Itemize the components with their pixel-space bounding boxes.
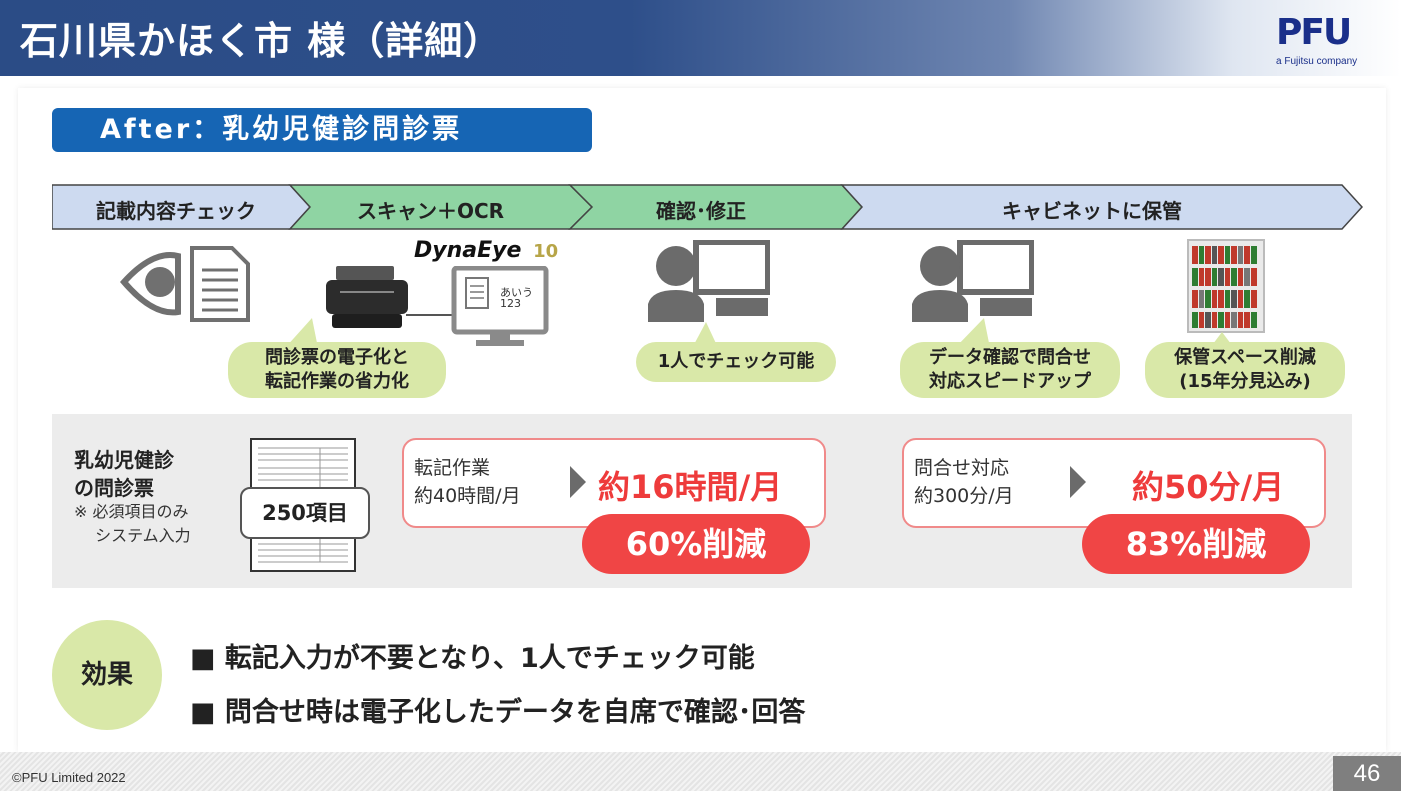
pfu-logo-sub: a Fujitsu company	[1276, 56, 1358, 67]
bubble-speedup-line1: データ確認で問合せ	[929, 347, 1091, 368]
reduction-badge-transcription: 60%削減	[582, 514, 810, 574]
flow-label-scan: スキャン＋OCR	[357, 199, 505, 223]
bubble-speedup-line2: 対応スピードアップ	[929, 371, 1091, 392]
panel-title: 乳幼児健診 の問診票	[74, 446, 174, 502]
monitor-screen-text-1: あいう	[500, 286, 533, 299]
bubble-single-check: 1人でチェック可能	[636, 342, 836, 382]
dynaeye-logo: DynaEye 10	[414, 238, 558, 263]
page-number: 46	[1333, 756, 1401, 791]
bubble-digitization-line1: 問診票の電子化と	[265, 347, 409, 368]
header-bar	[0, 0, 1401, 76]
reduction-badge-inquiry: 83%削減	[1082, 514, 1310, 574]
bubble-digitization-line2: 転記作業の省力化	[265, 371, 409, 392]
pfu-logo: PFU	[1276, 12, 1352, 53]
item-count-badge: 250項目	[240, 487, 370, 539]
flow-label-store: キャビネットに保管	[1002, 199, 1182, 223]
person-computer-icon	[648, 240, 770, 322]
metric-inquiry-label: 問合せ対応 約300分/月	[914, 454, 1014, 510]
metric-transcription-label: 転記作業 約40時間/月	[414, 454, 521, 510]
panel-title-line1: 乳幼児健診	[74, 448, 174, 472]
bubble-single-check-text: 1人でチェック可能	[657, 351, 815, 372]
bubble-speedup: データ確認で問合せ 対応スピードアップ	[900, 342, 1120, 398]
flow-label-confirm: 確認･修正	[656, 199, 746, 223]
panel-title-line2: の問診票	[74, 476, 154, 500]
panel-note: ※ 必須項目のみ システム入力	[74, 500, 191, 548]
metric-transcription-label-line2: 約40時間/月	[414, 485, 521, 507]
effect-point-2: ■ 問合せ時は電子化したデータを自席で確認･回答	[190, 697, 806, 728]
metric-transcription-label-line1: 転記作業	[414, 457, 491, 479]
bubble-storage-line1: 保管スペース削減	[1174, 347, 1316, 368]
flow-label-check: 記載内容チェック	[96, 199, 256, 223]
arrow-right-icon	[570, 466, 586, 498]
scanner-cable	[406, 314, 454, 316]
effect-badge: 効果	[52, 620, 162, 730]
person-computer-icon-2	[912, 240, 1034, 322]
eye-icon	[120, 252, 181, 316]
monitor-screen-text-2: 123	[500, 297, 521, 310]
metric-inquiry-label-line1: 問合せ対応	[914, 457, 1010, 479]
after-label: After：乳幼児健診問診票	[52, 108, 592, 152]
metric-card-transcription	[402, 438, 826, 528]
bookshelf-icon	[1187, 239, 1265, 333]
scanner-icon	[326, 266, 408, 328]
arrow-right-icon-2	[1070, 466, 1086, 498]
flow-step-store	[840, 184, 1364, 230]
bubble-digitization: 問診票の電子化と 転記作業の省力化	[228, 342, 446, 398]
document-icon	[190, 246, 250, 322]
dynaeye-name: DynaEye	[414, 238, 522, 263]
metric-inquiry-value: 約50分/月	[1132, 468, 1285, 506]
slide-title: 石川県かほく市 様（詳細）	[20, 19, 503, 63]
bubble-storage-line2: (15年分見込み)	[1179, 371, 1311, 392]
metric-inquiry-label-line2: 約300分/月	[914, 485, 1014, 507]
process-flow	[52, 184, 1364, 230]
dynaeye-version: 10	[533, 241, 559, 262]
copyright: ©PFU Limited 2022	[12, 770, 126, 785]
panel-note-line1: ※ 必須項目のみ	[74, 502, 189, 521]
panel-note-line2: システム入力	[74, 526, 191, 545]
effect-point-1: ■ 転記入力が不要となり、1人でチェック可能	[190, 643, 755, 674]
footer-bar	[0, 752, 1401, 791]
bubble-storage: 保管スペース削減 (15年分見込み)	[1145, 342, 1345, 398]
metric-transcription-value: 約16時間/月	[598, 468, 783, 506]
monitor-icon	[451, 266, 549, 346]
